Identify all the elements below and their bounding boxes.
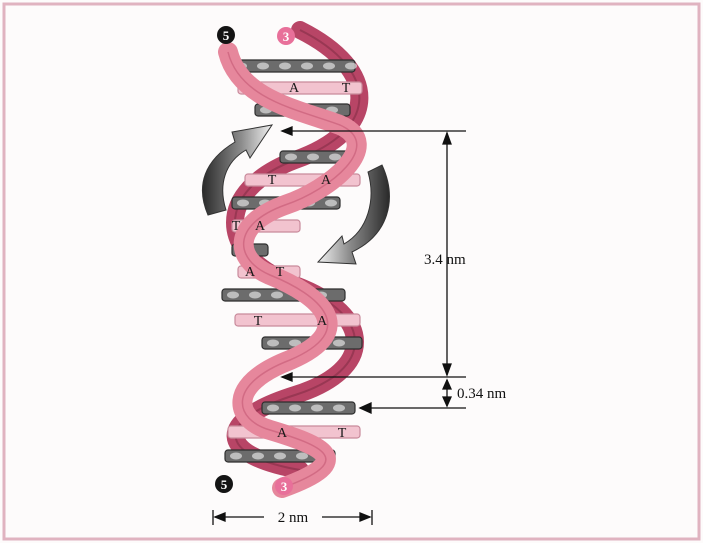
helix-turn-length-label: 3.4 nm: [424, 252, 466, 268]
base-pair-rung-texture: [323, 63, 335, 70]
strand-end-label: 3: [281, 479, 288, 494]
base-pair-rung: [230, 60, 355, 72]
base-pair-rung-texture: [279, 63, 291, 70]
base-letter: A: [321, 173, 332, 188]
base-pair-rung-texture: [227, 292, 239, 299]
strand-end-label: 3: [283, 29, 290, 44]
base-letter: A: [317, 314, 328, 329]
base-pair-rung-texture: [237, 200, 249, 207]
base-letter: T: [338, 426, 347, 441]
base-pair-rung-texture: [289, 405, 301, 412]
base-pair-rung-texture: [271, 292, 283, 299]
base-pair-rung-texture: [301, 63, 313, 70]
base-pair-rung-texture: [285, 154, 297, 161]
base-pair-rung-texture: [267, 405, 279, 412]
base-letter: T: [342, 81, 351, 96]
base-pair-rung-texture: [307, 154, 319, 161]
base-pair-rung-texture: [257, 63, 269, 70]
base-pair-rung-texture: [333, 340, 345, 347]
base-letter: T: [254, 314, 263, 329]
base-pair-spacing-label: 0.34 nm: [457, 386, 507, 402]
base-pair-rung-texture: [311, 405, 323, 412]
base-pair-rung-texture: [325, 200, 337, 207]
base-letter: T: [276, 265, 285, 280]
base-letter: T: [268, 173, 277, 188]
base-pair-rung-texture: [249, 292, 261, 299]
base-pair-rung-texture: [267, 340, 279, 347]
strand-end-bottom-left: 5: [215, 475, 233, 493]
base-letter: T: [232, 219, 241, 234]
strand-end-label: 5: [221, 477, 228, 492]
base-letter: A: [245, 265, 256, 280]
base-letter: A: [255, 219, 266, 234]
strand-end-top-right: 3: [277, 27, 295, 45]
helix-diameter-label: 2 nm: [278, 510, 309, 526]
base-pair-rung-texture: [329, 154, 341, 161]
base-pair-rung-texture: [296, 453, 308, 460]
base-pair-rung-texture: [230, 453, 242, 460]
base-letter: A: [289, 81, 300, 96]
strand-end-label: 5: [223, 28, 230, 43]
base-pair-rung-texture: [274, 453, 286, 460]
strand-end-bottom-right: 3: [275, 477, 293, 495]
base-pair-spacing-dimension: [360, 380, 466, 413]
base-pair-rung-texture: [345, 63, 357, 70]
base-pair-rung-texture: [333, 405, 345, 412]
strand-end-top-left: 5: [217, 26, 235, 44]
base-letter: A: [277, 426, 288, 441]
base-pair-rung-texture: [252, 453, 264, 460]
